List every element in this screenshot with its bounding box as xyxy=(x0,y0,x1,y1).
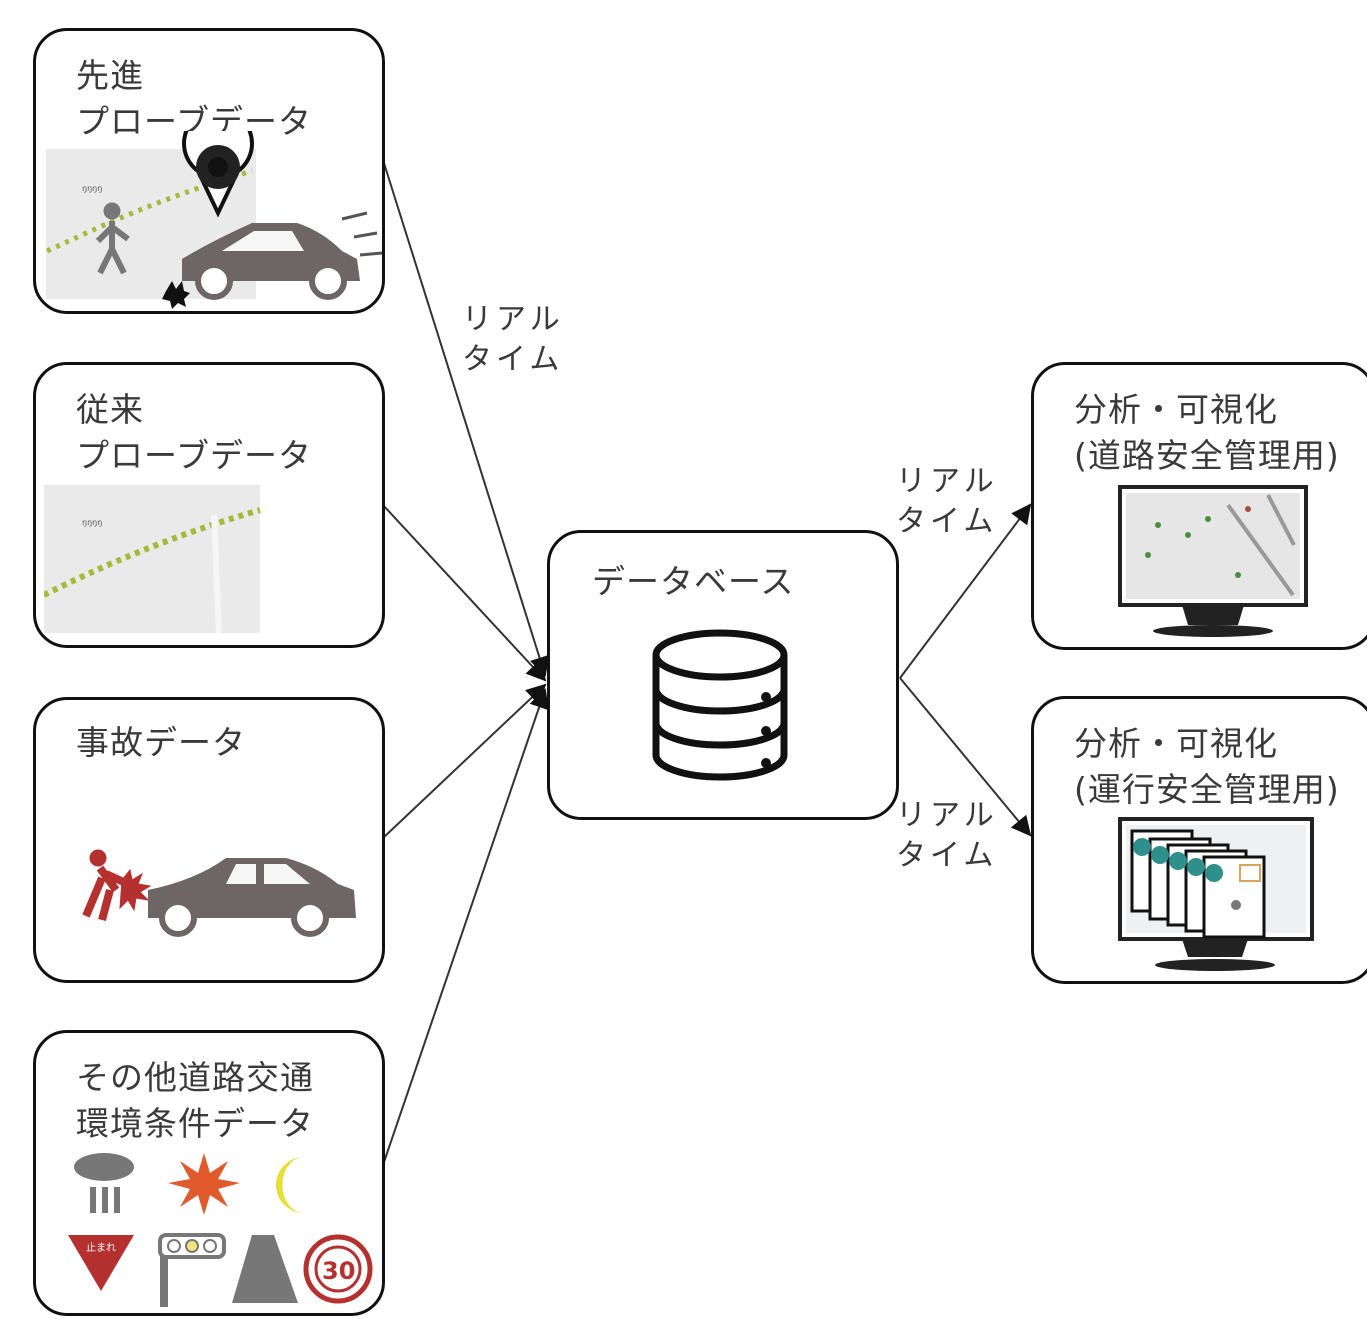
car-icon xyxy=(182,223,360,300)
monitor-map-icon xyxy=(1118,485,1308,637)
arrow-conventional-probe-to-db xyxy=(382,504,547,682)
svg-text:止まれ: 止まれ xyxy=(86,1242,116,1254)
camera-pin-icon xyxy=(182,131,254,218)
arrow-advanced-probe-to-db xyxy=(382,159,550,677)
database-label: データベース xyxy=(592,562,795,601)
arrow-db-to-road-safety xyxy=(899,503,1032,679)
other-conditions-box: その他道路交通 環境条件データ 止まれ 30 xyxy=(33,1030,385,1316)
advanced-probe-box: 先進 プローブデータ ŋŋŋŋ xyxy=(33,28,385,314)
road-safety-analysis-label: 分析・可視化 (道路安全管理用) xyxy=(1074,390,1340,475)
traffic-light-icon xyxy=(158,1233,226,1307)
accident-data-label: 事故データ xyxy=(76,723,246,762)
moon-icon xyxy=(276,1157,304,1213)
conventional-probe-box: 従来 プローブデータ ŋŋŋŋ xyxy=(33,362,385,648)
database-box: データベース xyxy=(547,530,899,820)
svg-text:30: 30 xyxy=(322,1257,355,1285)
road-safety-analysis-box: 分析・可視化 (道路安全管理用) xyxy=(1031,362,1367,650)
advanced-probe-illustration: ŋŋŋŋ xyxy=(45,131,382,309)
bump-icon xyxy=(162,281,190,309)
speed-limit-icon: 30 xyxy=(303,1234,373,1304)
motion-lines-icon xyxy=(341,211,382,257)
pedestrian-icon xyxy=(95,202,130,275)
operation-safety-analysis-box: 分析・可視化 (運行安全管理用) xyxy=(1031,696,1367,984)
condition-icons: 止まれ 30 xyxy=(68,1153,373,1307)
rain-icon xyxy=(74,1153,134,1213)
road-icon xyxy=(232,1235,298,1303)
database-icon xyxy=(652,629,788,781)
arrow-accident-to-db xyxy=(382,683,547,839)
conventional-probe-map: ŋŋŋŋ xyxy=(44,485,261,634)
conventional-probe-label: 従来 プローブデータ xyxy=(76,390,313,475)
realtime-label-source: リアル タイム xyxy=(462,302,564,377)
accident-data-box: 事故データ xyxy=(33,697,385,983)
svg-text:ŋŋŋŋ: ŋŋŋŋ xyxy=(82,184,102,193)
sun-icon xyxy=(168,1153,240,1215)
realtime-label-output-1: リアル タイム xyxy=(896,464,998,539)
stop-sign-icon: 止まれ xyxy=(68,1235,134,1291)
car-icon xyxy=(148,858,356,937)
other-conditions-label: その他道路交通 環境条件データ xyxy=(76,1058,314,1143)
realtime-label-output-2: リアル タイム xyxy=(896,798,998,873)
arrow-db-to-operation-safety xyxy=(899,677,1032,837)
arrow-other-to-db xyxy=(382,688,549,1166)
accident-illustration xyxy=(82,849,356,937)
monitor-reports-icon xyxy=(1118,817,1314,971)
injured-pedestrian-icon xyxy=(82,849,152,922)
svg-text:ŋŋŋŋ: ŋŋŋŋ xyxy=(82,518,102,527)
operation-safety-analysis-label: 分析・可視化 (運行安全管理用) xyxy=(1074,724,1340,809)
